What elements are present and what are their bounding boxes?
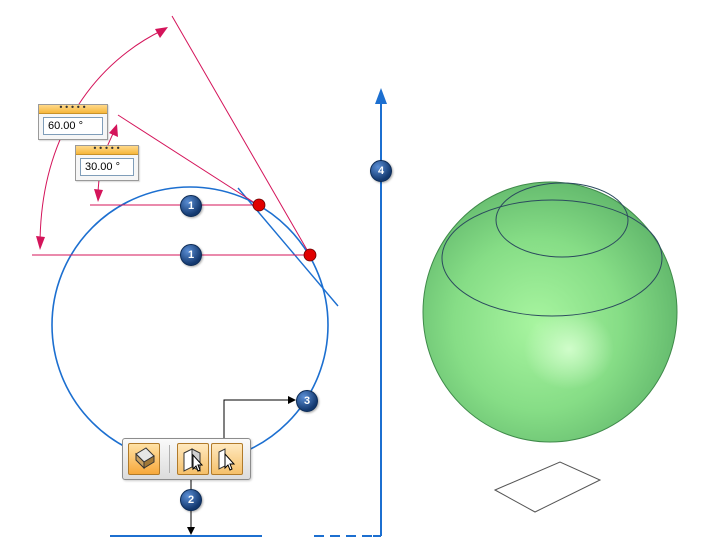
dimension-grip[interactable]: ••••• [39, 104, 107, 114]
callout-1-lower: 1 [180, 244, 202, 266]
keypoint-lower[interactable] [303, 248, 317, 262]
angle-ref-line-60 [171, 15, 311, 256]
dimension-box-60[interactable]: ••••• 60.00 ° [38, 104, 108, 140]
callout-2: 2 [180, 489, 202, 511]
dimension-value-60[interactable]: 60.00 ° [43, 117, 103, 135]
command-bar [122, 438, 251, 480]
axis-arrowhead [375, 88, 387, 104]
dimension-value-30[interactable]: 30.00 ° [80, 158, 134, 176]
sketch-plane [493, 461, 602, 513]
part-body-button[interactable] [128, 443, 160, 475]
sphere-edge-upper [495, 182, 629, 258]
sphere-edge-lower [441, 199, 663, 317]
sphere-highlight [470, 250, 650, 410]
part-body-icon [135, 447, 155, 470]
angle-arrow-30-bottom [94, 189, 103, 202]
select-face-button[interactable] [177, 443, 209, 475]
select-button[interactable] [211, 443, 243, 475]
select-face-icon [183, 448, 204, 472]
leader-callout-3 [223, 399, 292, 440]
toolbar-separator [169, 445, 170, 473]
select-icon [218, 448, 236, 471]
keypoint-upper[interactable] [252, 198, 266, 212]
angle-arrow-60-top [155, 27, 168, 38]
callout-4: 4 [370, 160, 392, 182]
angle-ref-line-30 [117, 114, 259, 206]
angle-arrow-30-top [109, 124, 118, 137]
sketch-circle [51, 186, 329, 464]
dimension-box-30[interactable]: ••••• 30.00 ° [75, 145, 139, 181]
dimension-grip[interactable]: ••••• [76, 145, 138, 155]
callout-3: 3 [296, 390, 318, 412]
callout-1-upper: 1 [180, 195, 202, 217]
angle-arrow-60-bottom [36, 236, 45, 250]
